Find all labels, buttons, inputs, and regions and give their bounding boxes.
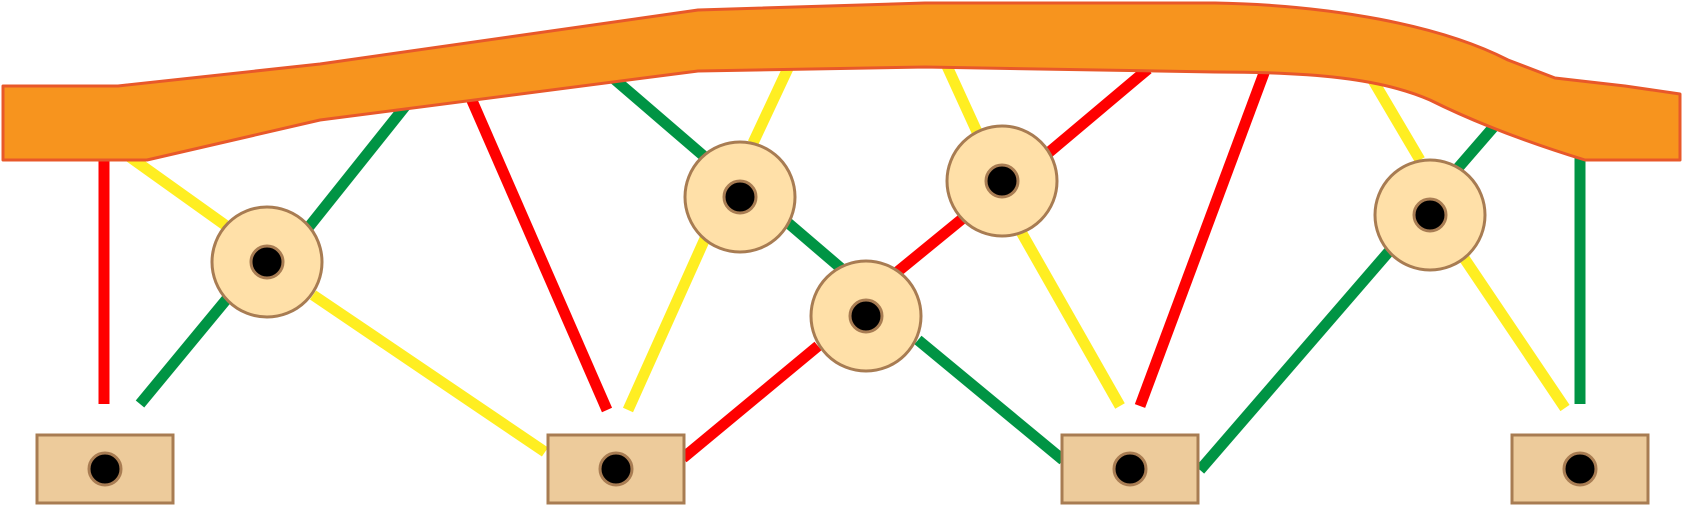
joint-2[interactable] [683, 140, 797, 254]
anchor-pin-icon[interactable] [1562, 451, 1598, 487]
green-beam-3[interactable] [135, 279, 245, 408]
anchor-base[interactable] [546, 433, 686, 505]
anchor-block-3[interactable] [1060, 433, 1200, 505]
red-beam-17[interactable] [1134, 63, 1273, 408]
anchor-block-2[interactable] [546, 433, 686, 505]
red-beam-6[interactable] [464, 93, 613, 413]
road-deck[interactable] [1, 1, 1682, 162]
yellow-beam-7[interactable] [622, 220, 718, 413]
anchor-pin-icon[interactable] [1112, 451, 1148, 487]
green-beam-20[interactable] [1453, 119, 1502, 172]
joint-3[interactable] [809, 259, 923, 373]
yellow-beam-21[interactable] [1457, 251, 1570, 412]
anchor-block-1[interactable] [35, 433, 175, 505]
green-beam-4[interactable] [303, 100, 412, 232]
yellow-beam-2[interactable] [116, 145, 229, 230]
green-beam-18[interactable] [1195, 244, 1397, 474]
joint-pin-icon[interactable] [249, 244, 285, 280]
joint-pin-icon[interactable] [984, 163, 1020, 199]
anchor-pin-icon[interactable] [598, 451, 634, 487]
yellow-beam-14[interactable] [940, 61, 984, 137]
red-beam-12[interactable] [892, 205, 977, 278]
anchor-pin-icon[interactable] [87, 451, 123, 487]
joint-5[interactable] [1373, 158, 1487, 272]
green-beam-13[interactable] [914, 335, 1067, 465]
green-beam-8[interactable] [609, 73, 710, 163]
joint-1[interactable] [210, 205, 324, 319]
red-beam-11[interactable] [679, 341, 822, 463]
road-layer [1, 1, 1682, 162]
joint-pin-icon[interactable] [848, 298, 884, 334]
yellow-beam-16[interactable] [1015, 227, 1125, 409]
joint-pin-icon[interactable] [1412, 197, 1448, 233]
anchor-block-4[interactable] [1510, 433, 1650, 505]
joint-pin-icon[interactable] [722, 179, 758, 215]
beams-layer [98, 61, 1586, 474]
red-beam-15[interactable] [1043, 64, 1152, 159]
yellow-beam-9[interactable] [748, 61, 795, 146]
joints-layer [210, 124, 1487, 373]
yellow-beam-19[interactable] [1366, 74, 1425, 163]
joint-4[interactable] [945, 124, 1059, 238]
anchors-layer [35, 433, 1650, 505]
yellow-beam-5[interactable] [309, 290, 549, 457]
